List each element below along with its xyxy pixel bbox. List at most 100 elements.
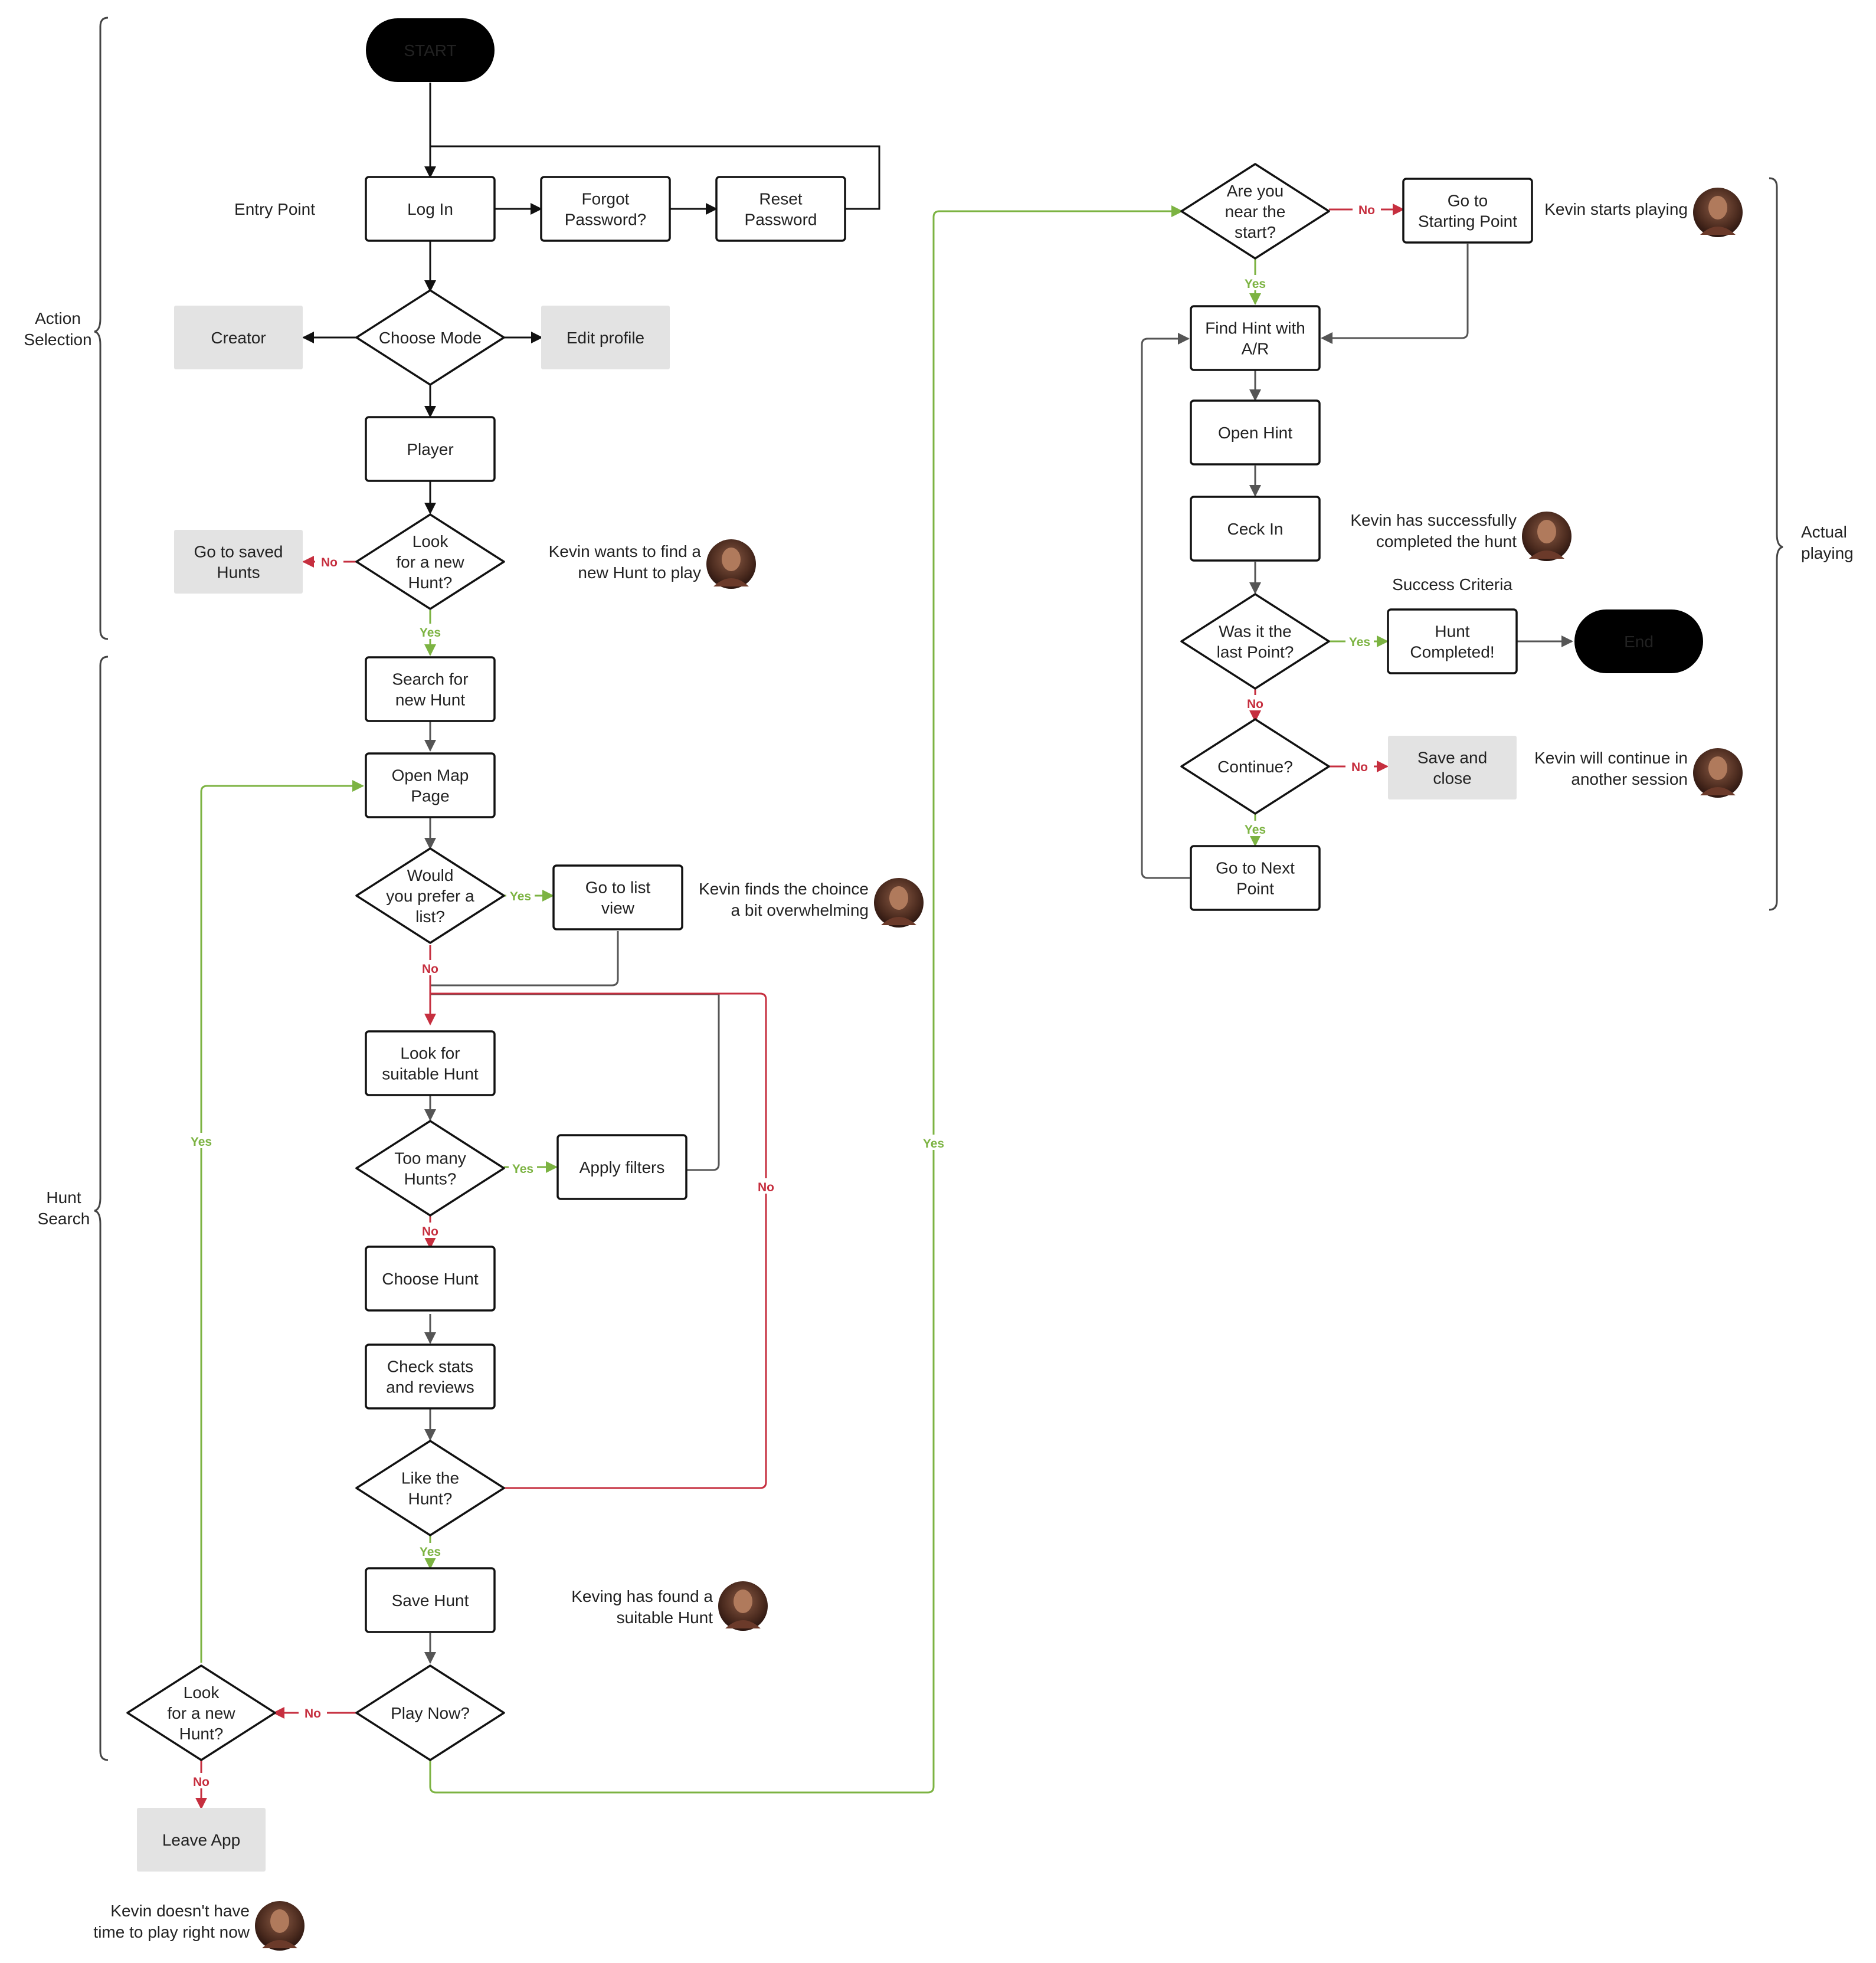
edge-label-yes-list: Yes — [506, 887, 535, 903]
svg-text:No: No — [305, 1707, 321, 1721]
edge-label-yes-filter: Yes — [509, 1160, 537, 1176]
edge-label-no-like: No — [752, 1178, 780, 1194]
avatar — [1522, 512, 1571, 561]
node-label: Continue? — [1217, 758, 1293, 776]
avatar — [874, 878, 924, 928]
avatar — [718, 1581, 768, 1631]
node-label: End — [1624, 633, 1654, 651]
svg-text:No: No — [1358, 204, 1375, 217]
node-label: Leave App — [162, 1831, 240, 1849]
edge-label-no-last: No — [1241, 695, 1269, 711]
avatar — [255, 1901, 305, 1951]
node-login: Log In — [365, 176, 496, 242]
node-label: Open Hint — [1218, 424, 1292, 442]
edge-label-no-filter: No — [416, 1223, 444, 1238]
svg-text:Yes: Yes — [1245, 277, 1266, 291]
node-label: Save Hunt — [392, 1591, 469, 1610]
node-label: Choose Mode — [379, 329, 482, 347]
edge-reset-login — [429, 145, 880, 210]
node-play-now: Play Now? — [355, 1664, 505, 1761]
edge-label-yes-cont: Yes — [1241, 821, 1269, 837]
svg-text:Yes: Yes — [420, 626, 441, 640]
node-end: End — [1574, 609, 1703, 673]
edge-label-no-leave: No — [187, 1773, 215, 1789]
node-label: START — [404, 41, 456, 60]
avatar — [706, 539, 756, 589]
node-choose-mode: Choose Mode — [355, 289, 505, 386]
avatar — [1693, 188, 1743, 237]
svg-text:Entry Point: Entry Point — [234, 200, 315, 218]
annotation-entry-point: Entry Point — [234, 200, 315, 218]
edge-next-find — [1141, 333, 1190, 879]
edge-gostart-find — [1321, 244, 1469, 344]
avatar — [1693, 748, 1743, 798]
edge-loop-map-yes — [200, 780, 364, 1663]
svg-text:No: No — [1351, 761, 1368, 774]
annotation-success-criteria: Success Criteria — [1392, 575, 1512, 594]
node-check-in: Ceck In — [1190, 496, 1321, 562]
svg-text:No: No — [422, 962, 438, 976]
edge-label-yes-loop: Yes — [187, 1133, 215, 1149]
edge-filters-loop — [430, 993, 720, 1171]
svg-text:No: No — [1247, 697, 1263, 711]
node-label: Player — [407, 440, 453, 458]
edge-label-yes-near: Yes — [1241, 275, 1269, 291]
node-edit-profile: Edit profile — [541, 306, 670, 369]
svg-text:Yes: Yes — [510, 890, 531, 903]
node-label: Creator — [211, 329, 266, 347]
svg-text:Yes: Yes — [1245, 823, 1266, 837]
node-label: Edit profile — [567, 329, 644, 347]
edge-labels: NoYesYesNoYesNoNoYesNoYesYesNoNoYesYesNo… — [187, 201, 1381, 1789]
node-apply-filters: Apply filters — [556, 1134, 687, 1200]
edges — [195, 83, 1573, 1810]
svg-text:Yes: Yes — [191, 1135, 212, 1149]
node-label: Apply filters — [580, 1158, 665, 1177]
node-choose-hunt: Choose Hunt — [365, 1246, 496, 1312]
svg-text:Kevin starts playing: Kevin starts playing — [1544, 200, 1688, 218]
svg-text:No: No — [758, 1181, 774, 1194]
node-label: Choose Hunt — [382, 1270, 479, 1288]
node-label: Play Now? — [391, 1704, 470, 1722]
edge-label-yes1: Yes — [416, 624, 444, 640]
